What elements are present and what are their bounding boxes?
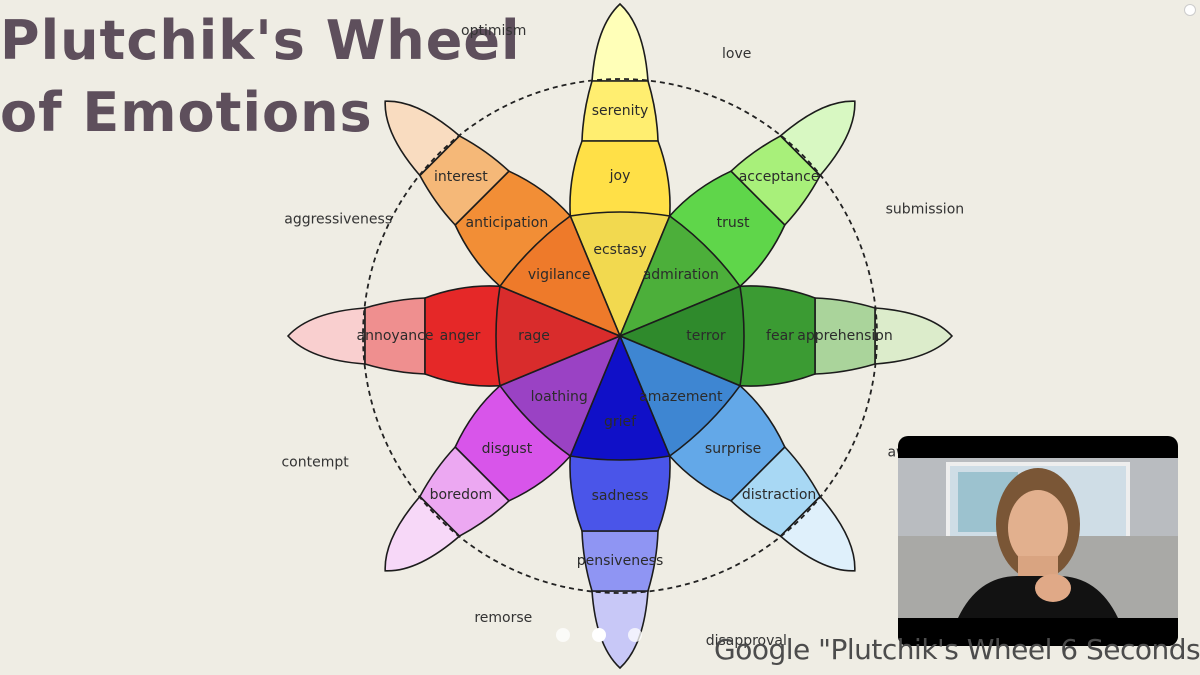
emotion-label-vigilance: vigilance (528, 267, 591, 283)
emotion-label-disgust: disgust (482, 441, 533, 457)
petal-middle-fear (739, 285, 816, 387)
petal-inner-joy (569, 211, 671, 339)
petal-tip-anger (286, 307, 366, 365)
emotion-label-apprehension: apprehension (797, 328, 892, 344)
emotion-label-surprise: surprise (705, 441, 761, 457)
dyad-label-remorse: remorse (474, 610, 532, 626)
dyad-label-love: love (722, 46, 751, 62)
petal-inner-fear (617, 285, 745, 387)
emotion-label-ecstasy: ecstasy (593, 242, 646, 258)
petal-middle-joy (569, 140, 671, 217)
emotion-label-trust: trust (717, 215, 750, 231)
page-title-line-2: of Emotions (0, 81, 373, 144)
dyad-label-submission: submission (886, 202, 965, 218)
dyad-label-aggressiveness: aggressiveness (284, 211, 392, 227)
emotion-label-boredom: boredom (430, 487, 493, 503)
presenter-video-frame (898, 458, 1178, 646)
petal-tip-fear (874, 307, 954, 365)
emotion-label-anger: anger (440, 328, 481, 344)
petal-tip-surprise (779, 495, 856, 572)
emotion-label-pensiveness: pensiveness (577, 553, 664, 569)
dyad-ring (362, 78, 878, 594)
emotion-label-grief: grief (604, 414, 637, 430)
emotion-label-loathing: loathing (531, 389, 588, 405)
carousel-dot[interactable] (556, 628, 570, 642)
petal-inner-sadness (569, 333, 671, 461)
emotion-label-acceptance: acceptance (739, 169, 820, 185)
emotion-label-anticipation: anticipation (466, 215, 549, 231)
carousel-dot[interactable] (628, 628, 642, 642)
petal-inner-anticipation (498, 214, 622, 338)
dyad-label-disapproval: disapproval (706, 633, 787, 649)
corner-indicator (1184, 4, 1196, 16)
emotion-label-sadness: sadness (592, 488, 649, 504)
petal-inner-trust (618, 214, 742, 338)
petal-middle-trust (668, 170, 786, 288)
dyad-label-optimism: optimism (461, 23, 526, 39)
petal-middle-surprise (668, 384, 786, 502)
petal-outer-anger (364, 297, 426, 375)
petal-middle-disgust (454, 384, 572, 502)
emotion-label-distraction: distraction (742, 487, 816, 503)
petal-middle-anger (424, 285, 501, 387)
carousel-dot[interactable] (592, 628, 606, 642)
petal-middle-sadness (569, 455, 671, 532)
petal-inner-disgust (498, 334, 622, 458)
emotion-label-fear: fear (766, 328, 794, 344)
petal-outer-joy (581, 80, 659, 142)
emotion-label-serenity: serenity (592, 103, 649, 119)
presenter-video-thumbnail[interactable] (898, 436, 1178, 646)
footer-caption: Google "Plutchik's Wheel 6 Seconds" (714, 633, 1200, 666)
emotion-label-annoyance: annoyance (357, 328, 434, 344)
page-title-line-1: Plutchik's Wheel (0, 9, 521, 72)
emotion-label-rage: rage (518, 328, 550, 344)
emotion-label-terror: terror (686, 328, 726, 344)
petal-middle-anticipation (454, 170, 572, 288)
petal-inner-surprise (618, 334, 742, 458)
dyad-label-contempt: contempt (281, 454, 349, 470)
petal-inner-anger (495, 285, 623, 387)
emotion-label-admiration: admiration (643, 267, 719, 283)
petal-tip-sadness (591, 590, 649, 670)
petal-tip-joy (591, 2, 649, 82)
petal-tip-disgust (384, 495, 461, 572)
petal-outer-sadness (581, 530, 659, 592)
emotion-label-interest: interest (434, 169, 488, 185)
emotion-label-amazement: amazement (639, 389, 723, 405)
emotion-label-joy: joy (609, 168, 631, 184)
petal-tip-anticipation (384, 100, 461, 177)
petal-tip-trust (779, 100, 856, 177)
